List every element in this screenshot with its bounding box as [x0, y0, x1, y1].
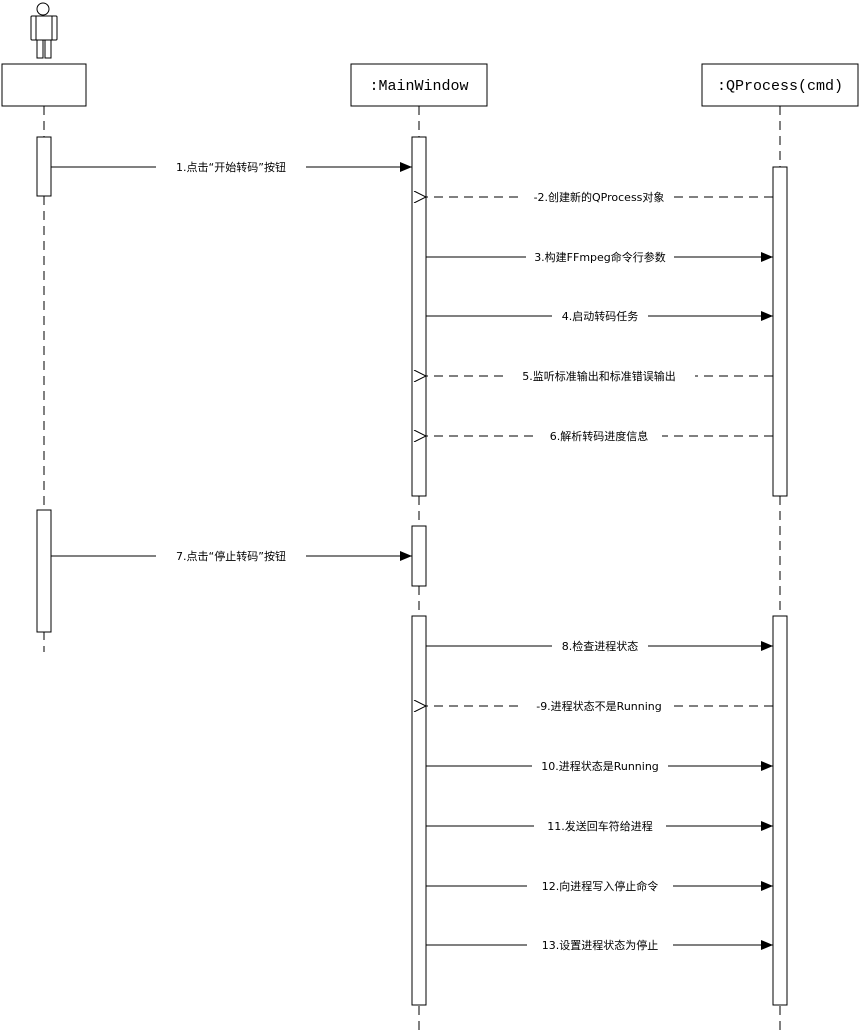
message-1: 1.点击“开始转码”按钮	[51, 159, 412, 175]
message-2: -2.创建新的QProcess对象	[426, 189, 773, 205]
participant-qprocess-box	[701, 63, 859, 107]
activation-qprocess-2	[772, 615, 788, 1006]
message-9: -9.进程状态不是Running	[426, 698, 773, 714]
message-13-label: 13.设置进程状态为停止	[542, 938, 659, 952]
participant-qprocess: :QProcess(cmd)	[701, 63, 859, 107]
message-12-label: 12.向进程写入停止命令	[542, 879, 659, 893]
activation-mainwindow-3	[411, 615, 427, 1006]
message-8: 8.检查进程状态	[426, 638, 773, 654]
activation-user-1	[36, 136, 52, 197]
message-10: 10.进程状态是Running	[426, 758, 773, 774]
message-3: 3.构建FFmpeg命令行参数	[426, 249, 773, 265]
message-12: 12.向进程写入停止命令	[426, 878, 773, 894]
message-11: 11.发送回车符给进程	[426, 818, 773, 834]
message-1-label: 1.点击“开始转码”按钮	[176, 160, 286, 174]
message-8-label: 8.检查进程状态	[562, 639, 639, 653]
participant-qprocess-label: :QProcess(cmd)	[717, 78, 843, 95]
actor-person-icon	[30, 2, 58, 59]
message-7-label: 7.点击“停止转码”按钮	[176, 549, 286, 563]
activation-mainwindow-1	[411, 136, 427, 497]
participant-mainwindow-label: :MainWindow	[369, 78, 468, 95]
message-2-label: -2.创建新的QProcess对象	[534, 190, 665, 204]
activation-mainwindow-2	[411, 525, 427, 587]
message-5: 5.监听标准输出和标准错误输出	[426, 368, 773, 384]
message-10-label: 10.进程状态是Running	[541, 759, 659, 773]
participant-mainwindow: :MainWindow	[350, 63, 488, 107]
activation-qprocess-1	[772, 166, 788, 497]
participant-mainwindow-box	[350, 63, 488, 107]
message-3-label: 3.构建FFmpeg命令行参数	[534, 250, 666, 264]
participant-user-box	[1, 63, 87, 107]
message-6: 6.解析转码进度信息	[426, 428, 773, 444]
message-13: 13.设置进程状态为停止	[426, 937, 773, 953]
activation-user-2	[36, 509, 52, 633]
message-4: 4.启动转码任务	[426, 308, 773, 324]
message-7: 7.点击“停止转码”按钮	[51, 548, 412, 564]
message-6-label: 6.解析转码进度信息	[550, 429, 649, 443]
message-4-label: 4.启动转码任务	[562, 309, 639, 323]
participant-user	[1, 63, 87, 107]
message-11-label: 11.发送回车符给进程	[547, 819, 653, 833]
message-9-label: -9.进程状态不是Running	[536, 699, 662, 713]
message-5-label: 5.监听标准输出和标准错误输出	[522, 369, 676, 383]
